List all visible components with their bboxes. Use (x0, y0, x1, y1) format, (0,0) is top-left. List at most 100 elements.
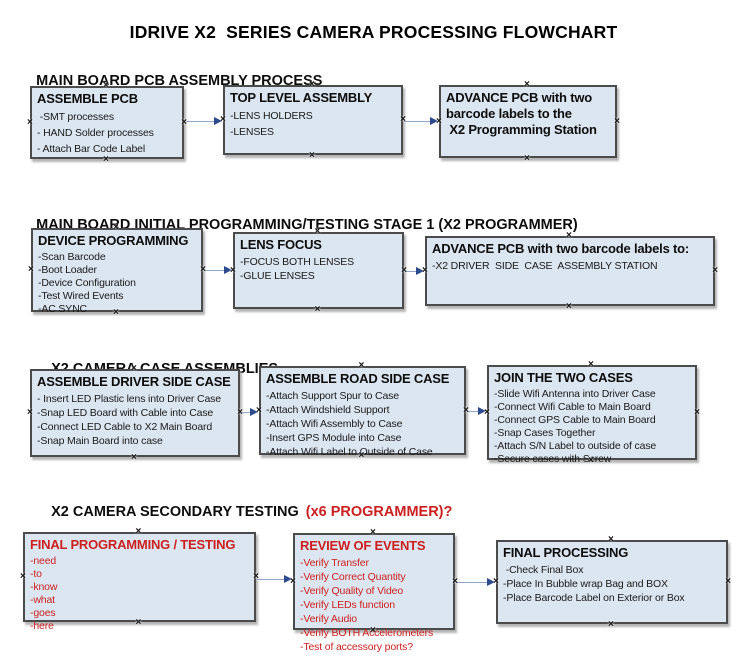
anchor-icon[interactable]: × (220, 114, 226, 125)
anchor-icon[interactable]: × (400, 114, 406, 125)
box-items: -FOCUS BOTH LENSES-GLUE LENSES (240, 255, 397, 283)
box-item-line: -know (30, 581, 58, 593)
anchor-icon[interactable]: × (452, 575, 458, 587)
page-title: IDRIVE X2 SERIES CAMERA PROCESSING FLOWC… (129, 22, 618, 42)
anchor-icon[interactable]: × (608, 534, 614, 545)
section-heading-text: X2 CAMERA SECONDARY TESTING (51, 504, 299, 520)
flow-box-final-processing[interactable]: FINAL PROCESSING -Check Final Box-Place … (493, 535, 731, 630)
flow-box-assemble-driver-side-case[interactable]: ASSEMBLE DRIVER SIDE CASE - Insert LED P… (27, 364, 243, 463)
anchor-icon[interactable]: × (135, 526, 142, 537)
box-item-line: -Insert GPS Module into Case (266, 432, 402, 444)
flow-arrow[interactable] (456, 577, 495, 588)
box-item-line: -to (30, 568, 42, 580)
anchor-icon[interactable]: × (484, 406, 490, 418)
box-item-line: - Attach Bar Code Label (37, 143, 146, 155)
anchor-icon[interactable]: × (608, 619, 614, 630)
anchor-icon[interactable]: × (614, 115, 620, 127)
anchor-icon[interactable]: × (314, 226, 321, 237)
flow-arrow[interactable] (241, 407, 258, 418)
box-item-line: -Verify Audio (300, 613, 357, 625)
flow-box-review-of-events[interactable]: REVIEW OF EVENTS -Verify Transfer-Verify… (290, 528, 458, 654)
anchor-icon[interactable]: × (566, 230, 572, 241)
anchor-icon[interactable]: × (314, 304, 321, 315)
box-item-line: -Place In Bubble wrap Bag and BOX (503, 578, 668, 590)
box-item-line: -Attach Wifi Label to Outside of Case (266, 446, 433, 458)
anchor-icon[interactable]: × (309, 150, 315, 161)
flow-box-assemble-road-side-case[interactable]: ASSEMBLE ROAD SIDE CASE -Attach Support … (256, 361, 469, 461)
anchor-icon[interactable]: × (524, 79, 530, 90)
box-items: -Attach Support Spur to Case -Attach Wind… (266, 389, 459, 459)
anchor-icon[interactable]: × (358, 450, 365, 461)
anchor-icon[interactable]: × (131, 363, 137, 374)
box-item-line: -Scan Barcode (38, 251, 106, 263)
anchor-icon[interactable]: × (113, 307, 119, 318)
flow-box-advance-pcb-driver-side-station[interactable]: ADVANCE PCB with two barcode labels to: … (422, 231, 718, 312)
box-item-line: -Connect Wifi Cable to Main Board (494, 401, 651, 413)
flow-box-advance-pcb-programming-station[interactable]: ADVANCE PCB with two barcode labels to t… (436, 80, 620, 164)
anchor-icon[interactable]: × (370, 625, 376, 636)
anchor-icon[interactable]: × (694, 406, 700, 418)
flow-arrow[interactable] (404, 116, 438, 127)
flow-arrow[interactable] (204, 265, 232, 276)
flow-box-top-level-assembly[interactable]: TOP LEVEL ASSEMBLY -LENS HOLDERS-LENSES … (220, 80, 406, 161)
anchor-icon[interactable]: × (103, 80, 109, 91)
anchor-icon[interactable]: × (237, 407, 243, 418)
anchor-icon[interactable]: × (493, 576, 499, 587)
box-title: TOP LEVEL ASSEMBLY (230, 90, 373, 105)
box-item-line: -Snap Main Board into case (37, 435, 163, 447)
flow-box-final-programming-testing[interactable]: FINAL PROGRAMMING / TESTING -need-to-kno… (20, 527, 259, 633)
box-title: ADVANCE PCB with two barcode labels to t… (446, 90, 597, 137)
box-item-line: -Device Configuration (38, 277, 136, 289)
box-item-line: -Connect LED Cable to X2 Main Board (37, 421, 213, 433)
box-item-line: -need (30, 555, 57, 567)
anchor-icon[interactable]: × (230, 264, 236, 276)
flow-arrow[interactable] (467, 406, 486, 417)
anchor-icon[interactable]: × (401, 264, 407, 276)
anchor-icon[interactable]: × (28, 264, 34, 275)
box-item-line: -AC SYNC (38, 303, 87, 315)
box-title: ASSEMBLE ROAD SIDE CASE (266, 371, 450, 386)
box-item-line: -Check Final Box (503, 564, 584, 576)
anchor-icon[interactable]: × (200, 264, 206, 275)
flow-arrow[interactable] (185, 116, 222, 127)
anchor-icon[interactable]: × (463, 404, 469, 416)
anchor-icon[interactable]: × (370, 527, 376, 538)
box-item-line: -Verify Correct Quantity (300, 571, 406, 583)
box-item-line: -Attach Support Spur to Case (266, 390, 399, 402)
anchor-icon[interactable]: × (588, 455, 594, 466)
anchor-icon[interactable]: × (20, 571, 26, 582)
anchor-icon[interactable]: × (27, 407, 33, 418)
anchor-icon[interactable]: × (725, 576, 731, 587)
anchor-icon[interactable]: × (113, 222, 119, 233)
box-item-line: -Attach Windshield Support (266, 404, 390, 416)
box-item-line: -goes (30, 607, 56, 619)
anchor-icon[interactable]: × (27, 116, 33, 128)
flow-box-lens-focus[interactable]: LENS FOCUS -FOCUS BOTH LENSES-GLUE LENSE… (230, 227, 407, 315)
flow-box-assemble-pcb[interactable]: ASSEMBLE PCB -SMT processes- HAND Solder… (27, 81, 187, 165)
flow-arrow[interactable] (405, 266, 424, 277)
anchor-icon[interactable]: × (712, 265, 718, 276)
anchor-icon[interactable]: × (256, 404, 262, 416)
anchor-icon[interactable]: × (566, 301, 572, 312)
box-item-line: -Attach Wifi Assembly to Case (266, 418, 403, 430)
anchor-icon[interactable]: × (422, 265, 428, 276)
anchor-icon[interactable]: × (588, 359, 594, 370)
anchor-icon[interactable]: × (103, 154, 109, 165)
anchor-icon[interactable]: × (131, 452, 137, 463)
flow-arrow[interactable] (257, 574, 292, 585)
anchor-icon[interactable]: × (135, 617, 142, 628)
anchor-icon[interactable]: × (358, 360, 365, 371)
box-items: -Scan Barcode-Boot Loader-Device Configu… (38, 251, 196, 316)
anchor-icon[interactable]: × (253, 571, 259, 582)
box-title: FINAL PROGRAMMING / TESTING (30, 537, 236, 552)
anchor-icon[interactable]: × (524, 153, 530, 164)
anchor-icon[interactable]: × (436, 115, 442, 127)
anchor-icon[interactable]: × (309, 79, 315, 90)
flow-box-join-the-two-cases[interactable]: JOIN THE TWO CASES -Slide Wifi Antenna i… (484, 360, 700, 466)
box-title: ASSEMBLE PCB (37, 91, 138, 106)
anchor-icon[interactable]: × (290, 575, 296, 587)
anchor-icon[interactable]: × (181, 116, 187, 128)
box-item-line: -SMT processes (37, 111, 114, 123)
box-item-line: -Secure cases with Screw (494, 453, 612, 465)
flow-box-device-programming[interactable]: DEVICE PROGRAMMING -Scan Barcode-Boot Lo… (28, 223, 206, 318)
